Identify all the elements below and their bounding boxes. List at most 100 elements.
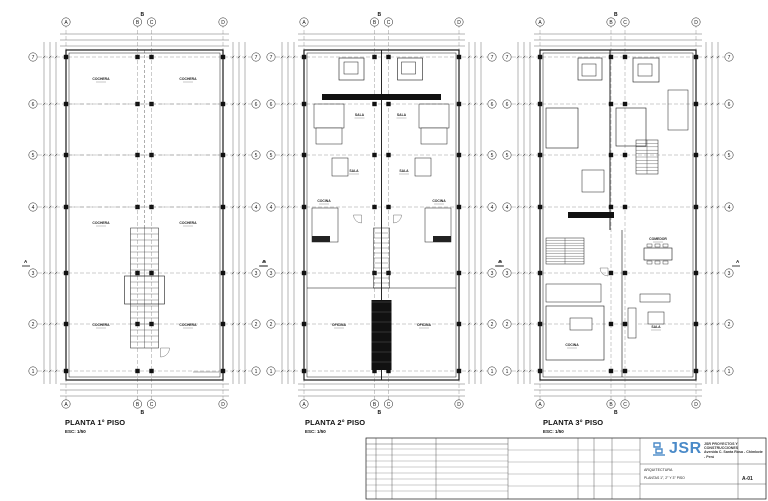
door-arc <box>393 214 402 224</box>
axis-bubble-row-right: 3 <box>487 268 497 278</box>
axis-label: 7 <box>506 55 509 61</box>
axis-bubble-column-bottom: D <box>218 399 228 409</box>
axis-bubble-row-right: 4 <box>251 202 261 212</box>
axis-bubble-column-top: C <box>147 17 156 27</box>
structural-column <box>693 368 699 374</box>
room-label: OFICINA <box>417 323 431 327</box>
axis-bubble <box>620 399 630 409</box>
axis-bubble-row-right: 2 <box>487 319 497 329</box>
structural-column <box>608 321 614 327</box>
structural-column <box>372 152 377 158</box>
structural-column <box>537 270 543 276</box>
logo-text: JSR <box>669 440 702 457</box>
axis-label: A <box>302 402 306 408</box>
axis-bubble-row-right: 3 <box>251 268 261 278</box>
structural-column <box>386 204 391 210</box>
axis-bubble-row-left: 7 <box>502 52 512 62</box>
axis-bubble <box>487 52 497 62</box>
thick-wall <box>322 94 441 100</box>
axis-bubble <box>266 202 276 212</box>
door-arc <box>160 347 170 358</box>
sofa <box>627 307 637 339</box>
axis-bubble-column-top: D <box>218 17 228 27</box>
axis-label: 1 <box>728 369 731 375</box>
axis-bubble <box>606 17 616 27</box>
bath-block <box>615 107 647 147</box>
axis-bubble <box>487 268 497 278</box>
axis-bubble <box>384 17 393 27</box>
axis-label: 4 <box>491 205 494 211</box>
section-mark-top: B <box>141 12 145 18</box>
structural-column <box>608 368 614 374</box>
axis-bubble <box>724 150 734 160</box>
room-label: COCHERA <box>179 77 197 81</box>
axis-label: 3 <box>506 271 509 277</box>
axis-bubble <box>28 268 38 278</box>
axis-bubble-column-bottom: C <box>384 399 393 409</box>
axis-label: A <box>538 402 542 408</box>
axis-label: C <box>623 20 627 26</box>
structural-column <box>537 54 543 60</box>
axis-label: A <box>64 20 68 26</box>
structural-column <box>220 152 226 158</box>
axis-bubble-row-left: 6 <box>502 99 512 109</box>
axis-bubble-column-top: C <box>620 17 630 27</box>
room-label: COCINA <box>432 199 446 203</box>
axis-bubble-column-top: D <box>691 17 701 27</box>
axis-label: 4 <box>255 205 258 211</box>
axis-bubble <box>218 399 228 409</box>
outer-wall-inner <box>542 52 694 378</box>
axis-label: 5 <box>506 153 509 159</box>
structural-column <box>537 368 543 374</box>
axis-bubble-row-right: 7 <box>251 52 261 62</box>
axis-bubble-row-left: 1 <box>266 366 276 376</box>
chair <box>662 260 669 265</box>
axis-label: 5 <box>270 153 273 159</box>
structural-column <box>693 321 699 327</box>
structural-column <box>608 204 614 210</box>
axis-label: 3 <box>255 271 258 277</box>
room-label: COCHERA <box>179 323 197 327</box>
axis-bubble-row-right: 6 <box>724 99 734 109</box>
company-address: Avenida C. Santa Rosa - Chimbote - Perú <box>704 450 763 459</box>
axis-bubble <box>724 268 734 278</box>
structural-column <box>149 270 154 276</box>
thick-wall <box>568 212 614 218</box>
axis-bubble-row-left: 4 <box>266 202 276 212</box>
axis-bubble <box>724 99 734 109</box>
structural-column <box>693 152 699 158</box>
axis-bubble-row-right: 4 <box>487 202 497 212</box>
bedroom <box>338 57 365 81</box>
axis-label: 6 <box>270 102 273 108</box>
axis-bubble <box>487 366 497 376</box>
structural-column <box>301 204 307 210</box>
structural-column <box>537 101 543 107</box>
title-block <box>365 437 767 500</box>
structural-column <box>456 321 462 327</box>
axis-label: B <box>609 20 613 26</box>
axis-label: C <box>150 402 154 408</box>
structural-column <box>220 204 226 210</box>
axis-bubble <box>502 319 512 329</box>
axis-bubble <box>28 202 38 212</box>
counter <box>433 236 451 242</box>
axis-bubble <box>502 268 512 278</box>
axis-label: B <box>373 20 377 26</box>
bedroom <box>577 57 603 81</box>
room-label: COCINA <box>317 199 331 203</box>
axis-bubble <box>370 399 379 409</box>
axis-bubble <box>370 17 379 27</box>
structural-column <box>149 54 154 60</box>
axis-bubble-column-bottom: A <box>61 399 71 409</box>
section-mark-bottom: B <box>614 410 618 416</box>
black-core <box>371 300 392 370</box>
counter <box>312 236 330 242</box>
axis-label: 6 <box>506 102 509 108</box>
section-mark-bottom: B <box>141 410 145 416</box>
structural-column <box>386 368 391 374</box>
structural-column <box>301 321 307 327</box>
axis-label: C <box>623 402 627 408</box>
island <box>569 317 593 331</box>
structural-column <box>622 270 628 276</box>
